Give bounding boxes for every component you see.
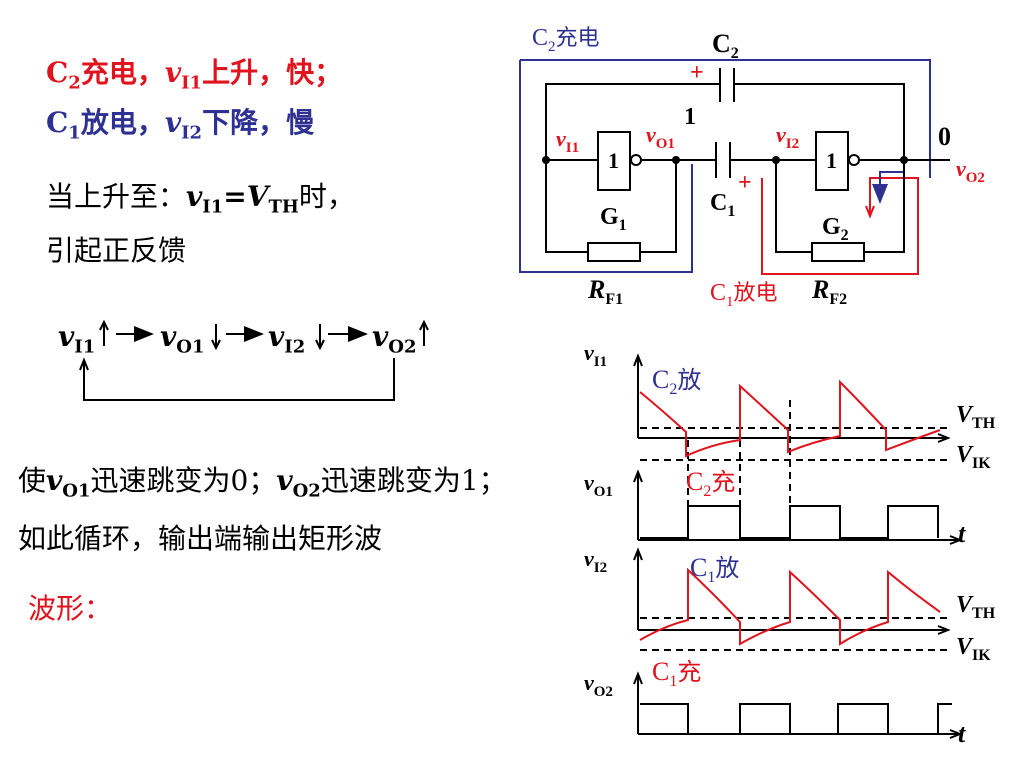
junction-dot bbox=[900, 156, 908, 164]
c2-charging-path bbox=[519, 59, 931, 273]
c1-plus-sign: + bbox=[738, 170, 752, 196]
vo1-symbol: v bbox=[46, 464, 63, 497]
vo1-axis-label: vO1 bbox=[584, 470, 613, 500]
statement-c1-discharging: C1放电，vI2下降，慢 bbox=[46, 108, 314, 149]
junction-dot bbox=[672, 156, 680, 164]
c2-label: C2 bbox=[712, 29, 739, 62]
waveform-panel: vI1 vO1 vI2 vO2 VTH VIK VTH VIK t t C2放 … bbox=[584, 340, 996, 748]
resistor-rf2 bbox=[811, 242, 865, 262]
chain-node-vo2: vO2 bbox=[372, 320, 417, 358]
state-one-label: 1 bbox=[684, 104, 696, 130]
c1-symbol: C bbox=[46, 106, 69, 139]
vi2-subscript: I2 bbox=[181, 122, 203, 144]
wire-c2-left bbox=[545, 83, 720, 160]
vi2-axis-label: vI2 bbox=[584, 546, 607, 576]
vo1-waveform bbox=[640, 505, 939, 539]
rf1-left-wire bbox=[545, 160, 588, 253]
vi1-axis-label: vI1 bbox=[584, 340, 607, 370]
g1-gate-symbol: 1 bbox=[608, 148, 619, 173]
vth-symbol: V bbox=[246, 180, 269, 213]
c1-label: C1 bbox=[710, 190, 735, 220]
feedback-loop-line bbox=[83, 358, 395, 401]
c1-discharge-annotation: C1放 bbox=[690, 553, 739, 586]
vik-label: VIK bbox=[956, 634, 991, 664]
charge-word: 充电， bbox=[80, 56, 165, 89]
c2-current-arrow-icon bbox=[872, 171, 904, 204]
c2-plus-sign: + bbox=[690, 60, 704, 86]
vi1-symbol: v bbox=[186, 180, 203, 213]
c1-subscript: 1 bbox=[68, 122, 81, 144]
vo2-waveform bbox=[640, 703, 952, 735]
c2-discharge-annotation: C2放 bbox=[652, 365, 701, 398]
equals-sign: = bbox=[223, 180, 247, 213]
vth-label: VTH bbox=[956, 592, 996, 622]
waveform-heading: 波形： bbox=[28, 592, 113, 625]
gate-g2 bbox=[815, 131, 849, 191]
threshold-tail: 时， bbox=[298, 180, 355, 213]
g2-inverter-bubble bbox=[848, 154, 860, 166]
rf2-right-wire bbox=[864, 160, 905, 253]
vi1-symbol: v bbox=[164, 56, 182, 89]
vi1-node-label: vI1 bbox=[556, 126, 579, 156]
c1-discharge-label: C1放电 bbox=[710, 280, 778, 310]
statement-threshold: 当上升至：vI1=VTH时， bbox=[46, 182, 355, 223]
vo2-node-label: vO2 bbox=[956, 156, 985, 186]
g2-gate-symbol: 1 bbox=[826, 148, 837, 173]
discharge-word: 放电， bbox=[80, 106, 165, 139]
chain-node-vi1: vI1 bbox=[58, 320, 96, 358]
fall-slow-text: 下降，慢 bbox=[202, 106, 315, 139]
rise-fast-text: 上升，快； bbox=[202, 56, 343, 89]
vo2-symbol: v bbox=[276, 464, 293, 497]
c2-charge-annotation: C2充 bbox=[686, 467, 735, 500]
c2-symbol: C bbox=[46, 56, 69, 89]
c2-subscript: 2 bbox=[68, 72, 81, 94]
time-axis-label: t bbox=[958, 519, 966, 548]
c1-discharge-path bbox=[761, 177, 919, 275]
c2-charging-label: C2充电 bbox=[532, 25, 600, 55]
rf1-right-wire bbox=[640, 160, 677, 253]
vi1-waveform bbox=[639, 379, 941, 458]
vth-subscript: TH bbox=[268, 196, 299, 218]
threshold-lead: 当上升至： bbox=[46, 180, 187, 213]
time-axis-label: t bbox=[958, 719, 966, 748]
vik-label: VIK bbox=[956, 442, 991, 472]
statement-rectangular-wave: 如此循环，输出端输出矩形波 bbox=[18, 522, 383, 555]
vi2-waveform bbox=[639, 567, 941, 646]
circuit-diagram: C2充电 C2 + 1 0 1 1 G1 G2 C1 + vI1 vO1 vI2… bbox=[519, 25, 985, 310]
vi2-symbol: v bbox=[164, 106, 182, 139]
state-zero-label: 0 bbox=[938, 122, 951, 151]
vo1-node-label: vO1 bbox=[646, 122, 675, 152]
vi1-subscript: I1 bbox=[181, 72, 203, 94]
vo2-axis-label: vO2 bbox=[584, 670, 613, 700]
g2-label: G2 bbox=[822, 214, 849, 244]
vi2-node-label: vI2 bbox=[776, 122, 799, 152]
c1-charge-annotation: C1充 bbox=[652, 657, 701, 690]
rf2-label: RF2 bbox=[811, 275, 847, 308]
statement-positive-feedback: 引起正反馈 bbox=[46, 234, 187, 267]
statement-c2-charging: C2充电，vI1上升，快； bbox=[46, 58, 342, 99]
feedback-chain bbox=[79, 319, 429, 401]
statement-switch: 使vO1迅速跳变为0；vO2迅速跳变为1； bbox=[18, 464, 507, 502]
vi1-subscript: I1 bbox=[202, 196, 224, 218]
g1-inverter-bubble bbox=[630, 154, 642, 166]
chain-node-vi2: vI2 bbox=[268, 320, 306, 358]
junction-dot bbox=[542, 156, 550, 164]
gate-g1 bbox=[597, 131, 631, 191]
junction-dot bbox=[772, 156, 780, 164]
vth-label: VTH bbox=[956, 402, 996, 432]
wire-c2-right bbox=[734, 83, 905, 160]
resistor-rf1 bbox=[587, 242, 641, 262]
chain-node-vo1: vO1 bbox=[160, 320, 205, 358]
rf1-label: RF1 bbox=[587, 275, 623, 308]
rf2-left-wire bbox=[775, 160, 812, 253]
g1-label: G1 bbox=[600, 204, 627, 234]
